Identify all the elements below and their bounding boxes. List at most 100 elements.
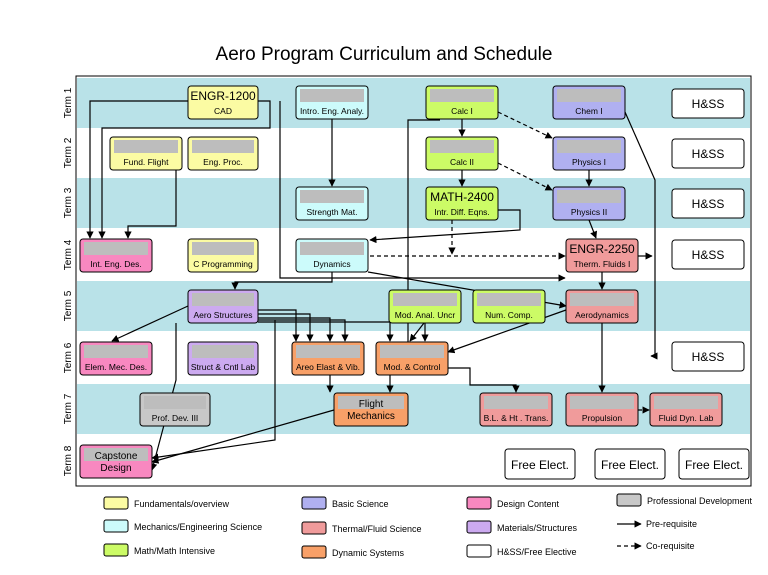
prerequisite-arrow: [404, 119, 440, 353]
course-fluid-dyn: Fluid Dyn. Lab: [649, 392, 723, 427]
course-code-redacted: [84, 242, 148, 255]
legend-label: Mechanics/Engineering Science: [134, 522, 262, 532]
term-band: [77, 178, 443, 228]
prerequisite-arrow: [624, 111, 658, 360]
course-code-redacted: [380, 345, 444, 358]
prerequisite-arrow: [369, 209, 521, 244]
prerequisite-arrow: [258, 309, 300, 342]
legend-label: Materials/Structures: [497, 523, 578, 533]
prerequisite-arrow: [258, 313, 314, 342]
course-code-redacted: [338, 396, 404, 409]
hss-label: H&SS: [692, 147, 725, 161]
course-strength: Strength Mat.: [295, 186, 369, 221]
prerequisite-arrow: [111, 305, 189, 342]
course-code-redacted: [570, 293, 634, 306]
course-name: Dynamics: [313, 259, 350, 269]
term-label: Term 5: [63, 290, 74, 321]
course-bl-ht: B.L. & Ht . Trans.: [479, 392, 553, 427]
course-code-redacted: [84, 448, 148, 461]
course-elem-mec: Elem. Mec. Des.: [79, 341, 153, 376]
legend-item-prereq: Pre-requisite: [617, 519, 697, 529]
course-chem1: Chem I: [552, 85, 626, 120]
legend-label: Math/Math Intensive: [134, 546, 215, 556]
course-mod-control: Mod. & Control: [375, 341, 449, 376]
legend-item-fundamentals: Fundamentals/overview: [103, 496, 230, 510]
course-code-redacted: [430, 140, 494, 153]
course-name: Physics I: [572, 157, 606, 167]
course-name: Design: [100, 463, 131, 474]
hss-label: H&SS: [692, 97, 725, 111]
course-propulsion: Propulsion: [565, 392, 639, 427]
course-name: Areo Elast & Vib.: [296, 362, 360, 372]
course-code-redacted: [296, 345, 360, 358]
course-name: Struct & Cntl Lab: [191, 362, 256, 372]
course-code-redacted: [430, 89, 494, 102]
legend-swatch: [301, 545, 327, 559]
prerequisite-arrow: [98, 100, 271, 239]
legend-item-thermal: Thermal/Fluid Science: [301, 521, 422, 535]
course-code-redacted: [192, 293, 254, 306]
course-name: Fluid Dyn. Lab: [659, 413, 714, 423]
term-label: Term 1: [63, 87, 74, 118]
course-name: Strength Mat.: [306, 207, 357, 217]
legend-item-mechanics: Mechanics/Engineering Science: [103, 519, 262, 533]
course-code-redacted: [144, 396, 206, 409]
term-label: Term 7: [63, 393, 74, 424]
hss-box: H&SS: [671, 88, 745, 119]
prerequisite-arrow: [258, 319, 349, 342]
course-name: Int. Eng. Des.: [90, 259, 142, 269]
term-band: [77, 78, 443, 128]
legend-label: Co-requisite: [646, 541, 695, 551]
course-code-redacted: [192, 242, 254, 255]
hss-rect: [671, 188, 745, 219]
legend-swatch: [301, 496, 327, 510]
course-name: Calc II: [450, 157, 474, 167]
free-elective-rect: [504, 448, 576, 480]
hss-box: H&SS: [671, 138, 745, 169]
course-areo-elast: Areo Elast & Vib.: [291, 341, 365, 376]
hss-box: H&SS: [671, 341, 745, 372]
free-elective-label: Free Elect.: [685, 458, 743, 472]
hss-label: H&SS: [692, 248, 725, 262]
course-name: Fund. Flight: [124, 157, 170, 167]
course-eng-proc: Eng. Proc.: [187, 136, 259, 171]
prerequisite-arrow: [258, 317, 334, 342]
course-code-redacted: [557, 140, 621, 153]
prerequisite-arrow: [448, 367, 520, 393]
legend-label: Professional Development: [647, 496, 753, 506]
course-mod-anal: Mod. Anal. Uncr: [388, 289, 462, 324]
course-name: C Programming: [193, 259, 253, 269]
course-name: Mod. & Control: [384, 362, 441, 372]
course-code-redacted: [192, 140, 254, 153]
page-title: Aero Program Curriculum and Schedule: [215, 44, 553, 65]
course-code-redacted: [192, 345, 254, 358]
course-calc1: Calc I: [425, 85, 499, 120]
legend-label: Basic Science: [332, 499, 389, 509]
hss-rect: [671, 341, 745, 372]
course-calc2: Calc II: [425, 136, 499, 171]
course-name: Mechanics: [347, 411, 395, 422]
hss-label: H&SS: [692, 350, 725, 364]
legend-item-math: Math/Math Intensive: [103, 543, 215, 557]
legend-swatch: [466, 544, 492, 558]
course-code-redacted: [300, 89, 364, 102]
diagram-frame: [75, 75, 752, 487]
term-label: Term 8: [63, 445, 74, 476]
legend-item-coreq: Co-requisite: [617, 541, 695, 551]
term-label: Term 3: [63, 187, 74, 218]
legend-item-hss: H&SS/Free Elective: [466, 544, 577, 558]
course-name: Prof. Dev. III: [152, 413, 199, 423]
course-code: MATH-2400: [430, 190, 494, 204]
course-code: ENGR-1200: [190, 89, 256, 103]
legend-swatch: [301, 521, 327, 535]
free-elective-box: Free Elect.: [678, 448, 750, 480]
course-physics1: Physics I: [552, 136, 626, 171]
legend-label: Pre-requisite: [646, 519, 697, 529]
free-elective-label: Free Elect.: [601, 458, 659, 472]
legend-swatch: [616, 493, 642, 507]
hss-box: H&SS: [671, 188, 745, 219]
legend-item-professional: Professional Development: [616, 493, 753, 507]
course-num-comp: Num. Comp.: [472, 289, 546, 324]
